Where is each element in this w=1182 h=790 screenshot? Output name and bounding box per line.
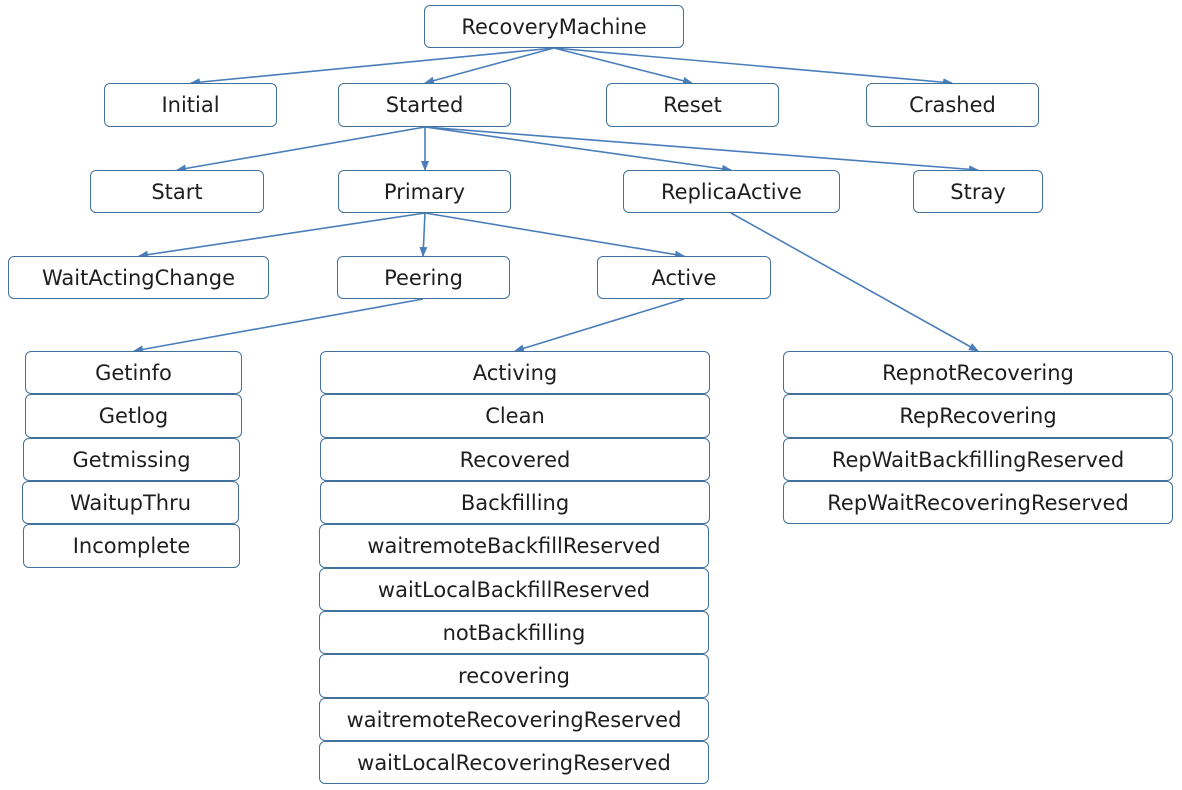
edge-recoverymachine-started (424, 47, 555, 85)
node-waitactingchange: WaitActingChange (8, 256, 269, 299)
node-waitremotebackfillreserved: waitremoteBackfillReserved (319, 524, 709, 568)
node-repwaitbackfillingreserved: RepWaitBackfillingReserved (783, 438, 1173, 481)
edge-peering-getinfo (133, 298, 424, 354)
node-recovered: Recovered (320, 438, 710, 481)
node-notbackfilling: notBackfilling (319, 611, 709, 654)
node-crashed: Crashed (866, 83, 1039, 127)
node-replicaactive: ReplicaActive (623, 170, 840, 213)
edge-active-activing (514, 298, 685, 353)
node-repwaitrecoveringreserved: RepWaitRecoveringReserved (783, 481, 1173, 524)
node-reset: Reset (606, 83, 779, 127)
node-started: Started (338, 83, 511, 127)
node-waitlocalbackfillreserved: waitLocalBackfillReserved (319, 568, 709, 611)
node-peering: Peering (337, 256, 510, 299)
node-backfilling: Backfilling (320, 481, 710, 524)
edge-recoverymachine-initial (190, 47, 555, 87)
node-active: Active (597, 256, 771, 299)
edge-started-stray (424, 126, 979, 174)
node-initial: Initial (104, 83, 277, 127)
edge-started-replicaactive (424, 126, 732, 173)
node-reprecovering: RepRecovering (783, 394, 1173, 438)
node-repnotrecovering: RepnotRecovering (783, 351, 1173, 394)
node-waitremoterecoveringreserved: waitremoteRecoveringReserved (319, 698, 709, 741)
edge-primary-active (424, 212, 685, 259)
node-primary: Primary (338, 170, 511, 213)
node-waitupthru: WaitupThru (22, 481, 239, 524)
node-clean: Clean (320, 394, 710, 438)
node-incomplete: Incomplete (23, 524, 240, 568)
edge-recoverymachine-crashed (553, 47, 953, 87)
node-recovering: recovering (319, 654, 709, 698)
edge-started-start (176, 126, 426, 173)
edge-primary-peering (419, 212, 428, 257)
node-start: Start (90, 170, 264, 213)
node-waitlocalrecoveringreserved: waitLocalRecoveringReserved (319, 741, 709, 784)
node-recoverymachine: RecoveryMachine (424, 5, 684, 48)
node-getmissing: Getmissing (23, 438, 240, 481)
edge-primary-waitactingchange (138, 212, 426, 259)
edge-recoverymachine-reset (553, 47, 693, 85)
node-getinfo: Getinfo (25, 351, 242, 394)
node-getlog: Getlog (25, 394, 242, 438)
node-activing: Activing (320, 351, 710, 394)
node-stray: Stray (913, 170, 1043, 213)
